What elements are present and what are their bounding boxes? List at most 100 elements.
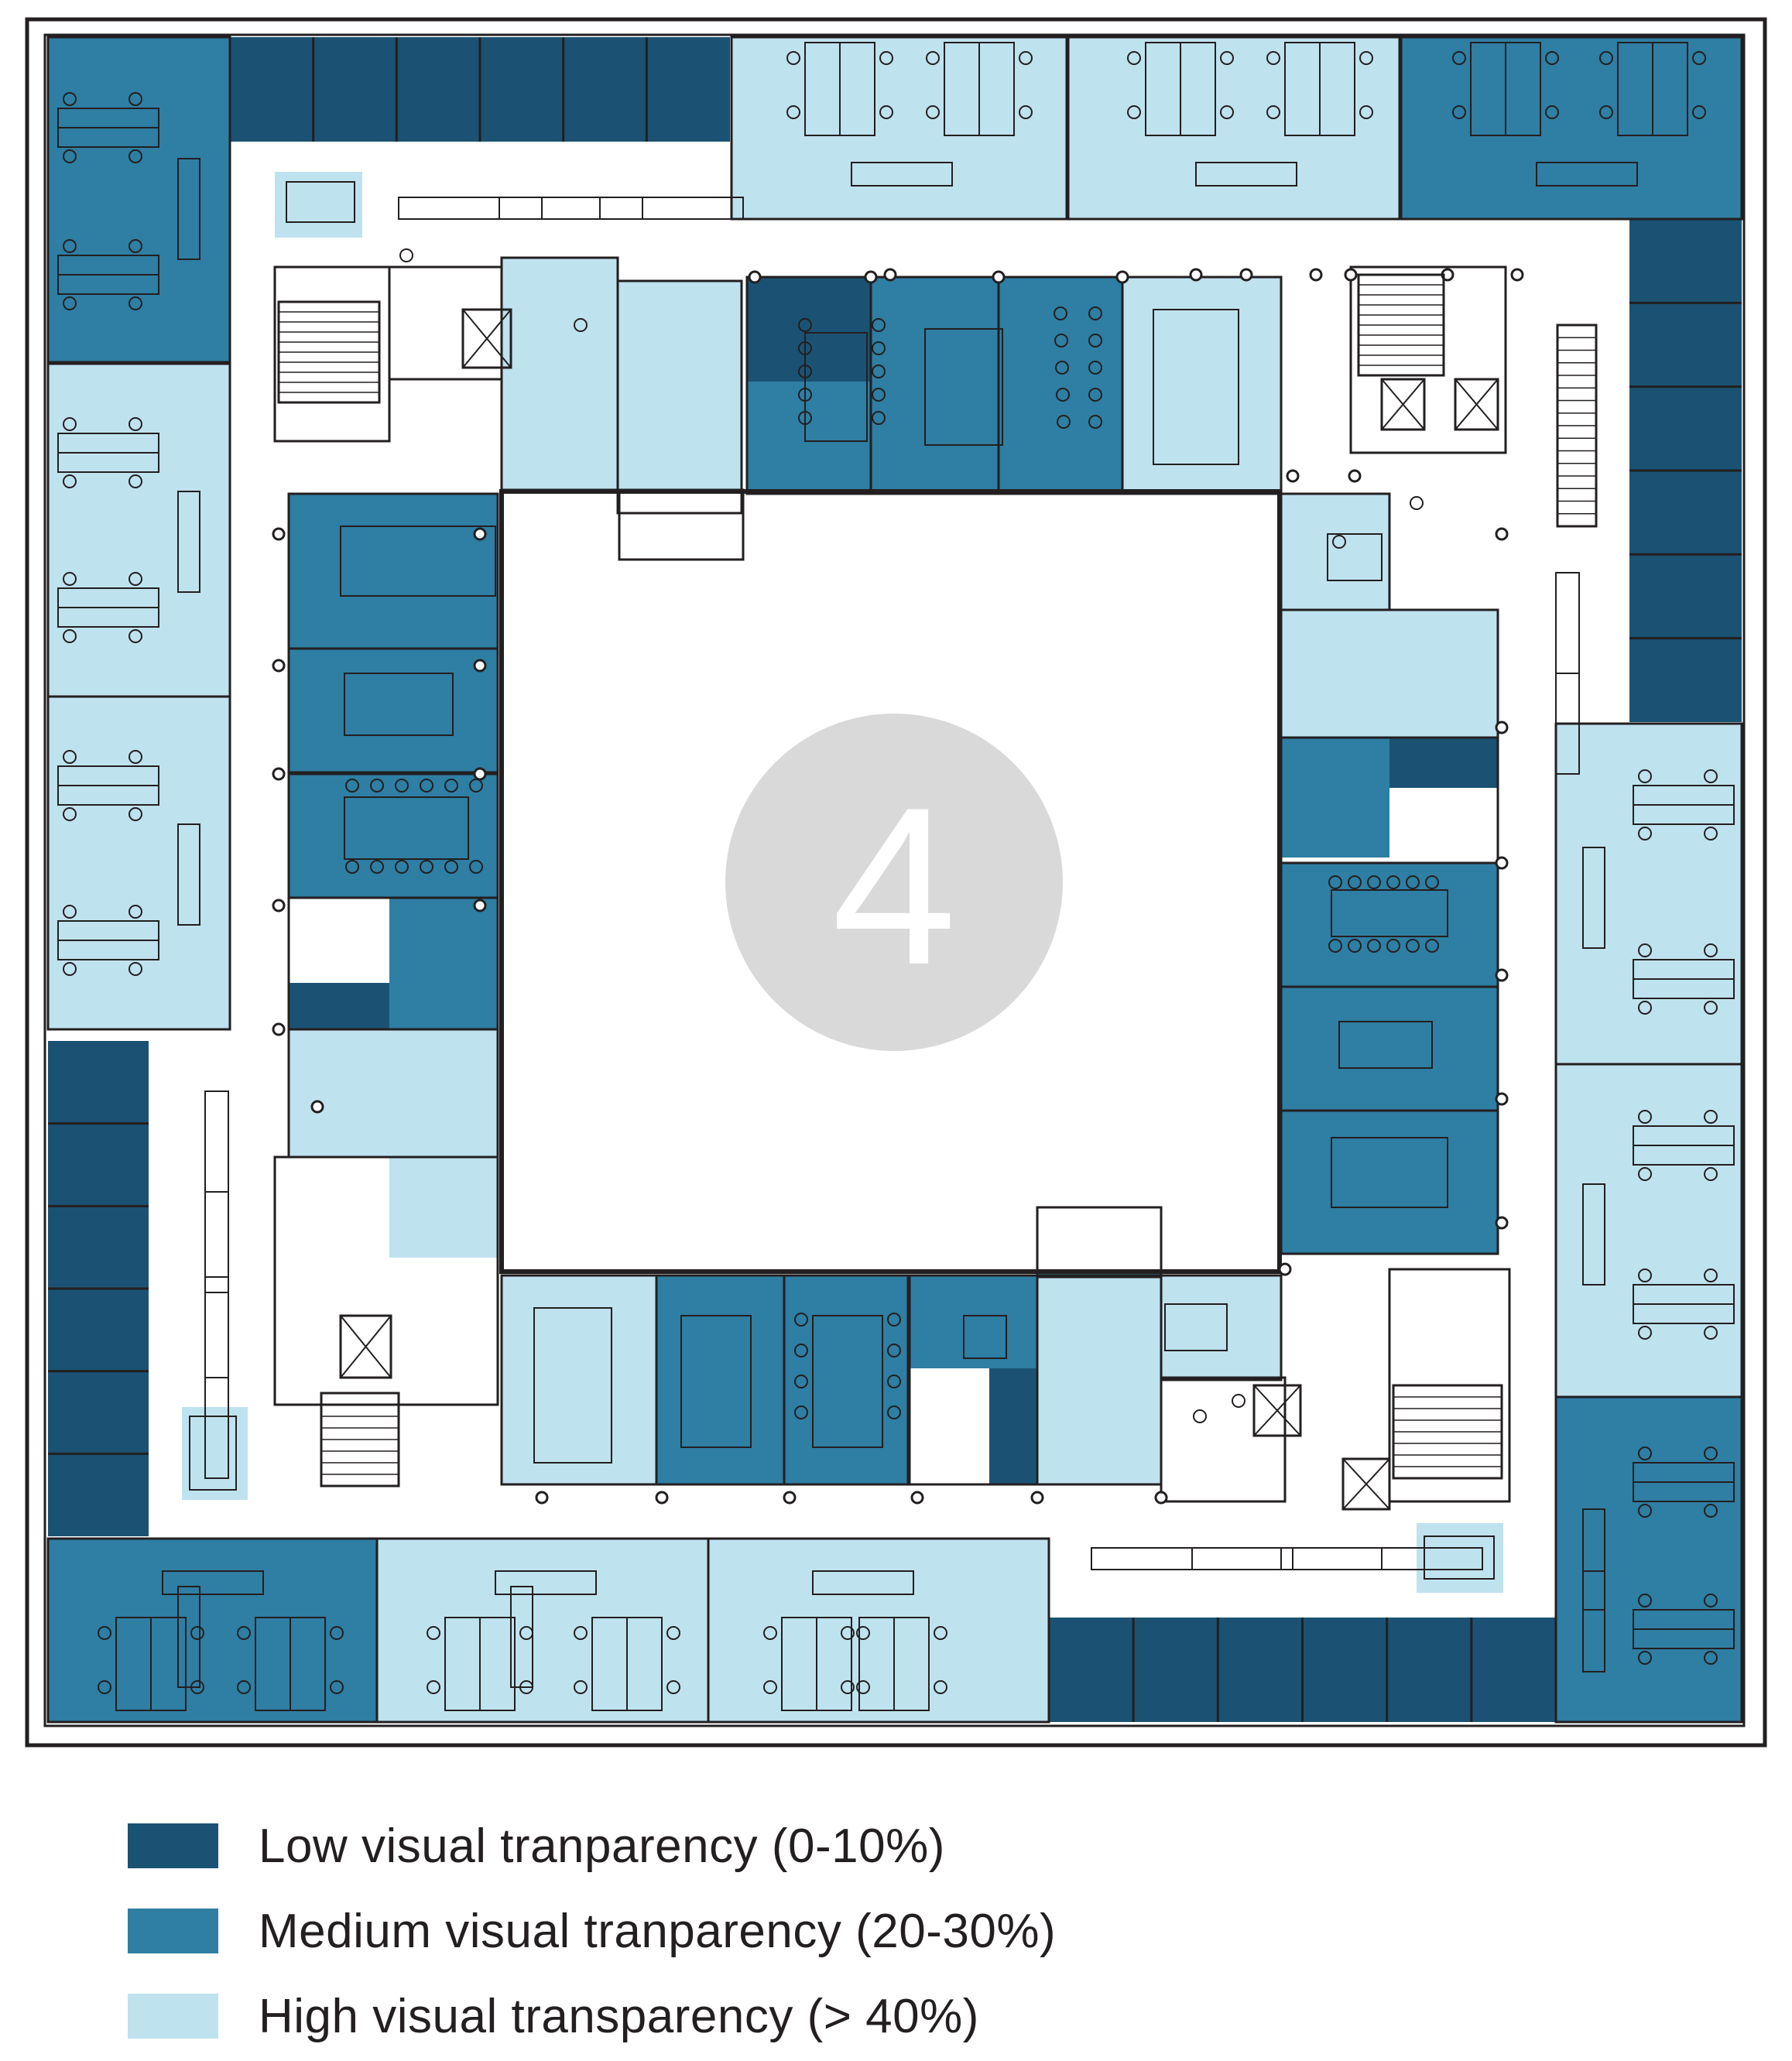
room-wall [707, 1537, 1050, 1724]
desk [204, 1377, 229, 1479]
chair [1704, 1594, 1718, 1607]
chair [574, 318, 588, 332]
desk [1091, 1547, 1193, 1570]
legend-item-medium: Medium visual tranparency (20-30%) [128, 1888, 1521, 1974]
column [1495, 856, 1509, 870]
desk [57, 785, 159, 806]
zone-high [708, 1539, 1049, 1722]
desk [177, 158, 200, 260]
desk [495, 1570, 597, 1595]
chair [1019, 105, 1033, 119]
chair [1328, 939, 1342, 953]
chair [1054, 306, 1067, 320]
column [1309, 268, 1323, 282]
chair [128, 905, 142, 919]
elevator-box [1341, 1457, 1391, 1511]
chair [1406, 939, 1420, 953]
elevator-cross [340, 1315, 392, 1378]
desk [1555, 673, 1580, 775]
zone-high [1556, 1064, 1742, 1397]
column [1348, 469, 1362, 483]
zone-high [182, 1407, 248, 1500]
chair [1452, 105, 1466, 119]
room-wall [46, 695, 231, 1031]
desk [1280, 1547, 1383, 1570]
chair [1452, 51, 1466, 65]
desk [1633, 1628, 1735, 1649]
chair [190, 1626, 204, 1640]
chair [1266, 51, 1280, 65]
chair [1266, 105, 1280, 119]
zone-high [48, 697, 230, 1029]
chair [1232, 1394, 1245, 1408]
legend-swatch-medium [128, 1909, 218, 1953]
chair [1638, 1651, 1652, 1665]
chair [1220, 51, 1234, 65]
zone-high [502, 1275, 656, 1484]
chair [1410, 496, 1424, 510]
room-wall [618, 488, 745, 561]
chair [872, 341, 886, 355]
chair [1348, 939, 1362, 953]
chair [128, 750, 142, 764]
desk [1331, 889, 1448, 937]
elevator-cross [1455, 378, 1499, 430]
chair [237, 1626, 251, 1640]
desk [1582, 847, 1605, 949]
zone-medium [1281, 987, 1498, 1111]
column [1154, 1491, 1168, 1505]
desk [1381, 1547, 1483, 1570]
floor-number-marker [725, 714, 1063, 1051]
desk [1153, 309, 1239, 465]
desk [1652, 42, 1688, 136]
chair [763, 1626, 777, 1640]
zone-medium [389, 898, 498, 1029]
room-wall [1349, 265, 1507, 454]
outer-wall-inner [43, 33, 1746, 1727]
column [473, 767, 487, 781]
chair [370, 860, 384, 874]
desk [150, 1617, 187, 1711]
chair [519, 1626, 533, 1640]
chair [63, 474, 77, 488]
chair [1692, 51, 1706, 65]
chair [887, 1375, 901, 1388]
desk [642, 197, 744, 220]
desk [978, 42, 1015, 136]
chair [63, 905, 77, 919]
chair [420, 860, 433, 874]
zone-medium [1401, 37, 1742, 219]
chair [841, 1626, 855, 1640]
desk [340, 526, 496, 597]
furniture [57, 42, 1735, 1711]
zone-high [275, 172, 362, 238]
desk [541, 197, 643, 220]
chair [794, 1375, 808, 1388]
chair [98, 1626, 111, 1640]
legend-item-high: High visual transparency (> 40%) [128, 1974, 1521, 2059]
chair [798, 365, 812, 378]
chair [666, 1626, 680, 1640]
chair [1704, 1110, 1718, 1124]
chair [370, 779, 384, 793]
chair [1638, 1110, 1652, 1124]
desk [162, 1570, 264, 1595]
column [272, 899, 286, 912]
chair [63, 962, 77, 976]
column [883, 268, 897, 282]
chair [1386, 939, 1400, 953]
chair [98, 1680, 111, 1694]
desk [57, 452, 159, 473]
desk [479, 1617, 516, 1711]
column [1495, 1216, 1509, 1230]
chair [1056, 388, 1070, 402]
column [1115, 270, 1129, 284]
column [473, 899, 487, 912]
desk [533, 1307, 612, 1464]
column [655, 1491, 669, 1505]
chair [469, 860, 483, 874]
desk [1582, 1508, 1605, 1611]
chair [128, 572, 142, 586]
desk [1633, 804, 1735, 825]
desk [57, 607, 159, 628]
